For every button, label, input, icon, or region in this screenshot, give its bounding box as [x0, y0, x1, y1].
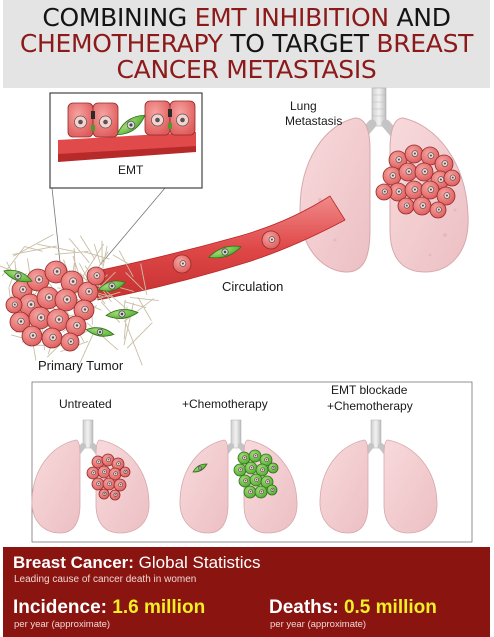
title-text: TO TARGET: [222, 29, 377, 58]
panel-label-emt-blockade-2: +Chemotherapy: [327, 399, 413, 413]
panel-label-untreated: Untreated: [59, 397, 112, 411]
blood-vessel: [91, 195, 346, 301]
metastatic-tumor-cell: [375, 183, 393, 201]
circulating-mesenchymal-cell: [208, 245, 242, 259]
title-text: CANCER METASTASIS: [116, 55, 377, 84]
metastatic-tumor-cell: [102, 477, 116, 491]
metastatic-tumor-cell: [404, 180, 424, 200]
cell-junction: [91, 111, 95, 119]
resistant-tumor-cell: [248, 449, 262, 463]
tumor-cell: [54, 288, 78, 312]
deaths-stat: Deaths: 0.5 million: [269, 597, 437, 619]
resistant-tumor-cell: [238, 474, 252, 488]
tumor-cell: [73, 299, 95, 321]
lung-emt-blockade: [319, 419, 438, 534]
title-text: BREAST: [376, 29, 474, 58]
lung-metastasis-label-2: Metastasis: [285, 114, 343, 128]
resistant-tumor-cell: [237, 451, 251, 465]
metastatic-tumor-cell: [443, 169, 461, 187]
metastatic-tumor-cell: [91, 455, 105, 469]
resistant-tumor-cell: [249, 473, 263, 487]
tumor-cell: [28, 306, 52, 330]
metastatic-tumor-cell: [91, 477, 105, 491]
title-text: COMBINING: [42, 3, 195, 32]
epithelial-cell: [92, 102, 119, 138]
incidence-label: Incidence:: [13, 597, 107, 618]
tumor-cell: [46, 308, 70, 332]
stats-heading-bold: Breast Cancer:: [13, 553, 134, 572]
metastatic-tumor-cell: [420, 180, 440, 200]
resistant-tumor-cell: [267, 462, 279, 474]
lung-metastasis-label-1: Lung: [290, 99, 317, 113]
panel-label-emt-blockade-1: EMT blockade: [331, 383, 408, 397]
tumor-cell: [60, 332, 80, 352]
metastatic-tumor-cell: [414, 162, 434, 182]
metastasis-diagram: [0, 87, 473, 543]
emt-label: EMT: [118, 163, 144, 177]
incidence-stat: Incidence: 1.6 million: [13, 597, 205, 619]
metastatic-tumor-cell: [388, 182, 408, 202]
metastatic-tumor-cell: [412, 196, 432, 216]
deaths-value: 0.5 million: [338, 597, 437, 618]
deaths-note: per year (approximate): [270, 619, 367, 630]
metastatic-tumor-cell: [382, 166, 402, 186]
resistant-tumor-cell: [243, 485, 257, 499]
stats-subtitle: Leading cause of cancer death in women: [14, 574, 197, 585]
deaths-label: Deaths:: [269, 597, 339, 618]
metastatic-tumor-cell: [398, 162, 418, 182]
title-text: AND: [388, 3, 451, 32]
title-text: EMT INHIBITION: [194, 3, 389, 32]
mesenchymal-cell: [105, 309, 139, 319]
circulation-label: Circulation: [222, 279, 284, 294]
resistant-tumor-cell: [244, 461, 258, 475]
metastatic-tumor-cell: [101, 453, 115, 467]
mesenchymal-cell: [85, 327, 115, 337]
metastatic-tumor-cell: [436, 186, 456, 206]
metastatic-tumor-cell: [404, 144, 424, 164]
emt-transitioning-cell: [116, 114, 146, 136]
resistant-tumor-cell: [266, 484, 278, 496]
stats-heading-rest: Global Statistics: [133, 553, 261, 572]
title-line-3: CANCER METASTASIS: [3, 56, 490, 84]
resistant-mesenchymal-cell: [192, 463, 208, 473]
tumor-cell: [21, 325, 43, 347]
metastatic-tumor-cell: [109, 489, 121, 501]
resistant-tumor-cell: [255, 463, 269, 477]
metastatic-tumor-cell: [98, 488, 110, 500]
title-banner: COMBINING EMT INHIBITION AND CHEMOTHERAP…: [3, 0, 490, 88]
tumor-cell: [5, 296, 23, 314]
epithelial-cell: [144, 100, 171, 136]
title-text: CHEMOTHERAPY: [19, 29, 223, 58]
incidence-value: 1.6 million: [106, 597, 206, 618]
title-line-1: COMBINING EMT INHIBITION AND: [3, 4, 490, 32]
title-line-2: CHEMOTHERAPY TO TARGET BREAST: [3, 30, 490, 58]
tumor-cell: [86, 266, 106, 286]
panel-label-chemo: +Chemotherapy: [182, 397, 268, 411]
mesenchymal-cell: [97, 280, 127, 292]
epithelial-cell: [67, 102, 94, 138]
metastatic-tumor-cell: [397, 197, 415, 215]
tumor-cell: [60, 270, 84, 294]
metastatic-tumor-cell: [429, 201, 447, 219]
cell-junction: [168, 109, 172, 117]
circulating-tumor-cell: [261, 230, 281, 250]
primary-tumor-label: Primary Tumor: [38, 358, 124, 373]
stats-banner: Breast Cancer: Global Statistics Leading…: [3, 547, 490, 637]
epithelial-cell: [169, 100, 196, 136]
metastatic-tumor-cell: [97, 465, 111, 479]
tumor-cell: [41, 327, 63, 349]
metastatic-tumor-cell: [86, 466, 100, 480]
circulating-tumor-cell: [172, 254, 192, 274]
resistant-tumor-cell: [233, 463, 247, 477]
resistant-tumor-cell: [254, 485, 268, 499]
mesenchymal-cell: [3, 269, 33, 283]
metastatic-tumor-cell: [119, 466, 131, 478]
tumor-cell: [9, 311, 31, 333]
metastatic-tumor-cell: [434, 154, 454, 174]
incidence-note: per year (approximate): [14, 619, 111, 630]
tumor-cell: [36, 286, 60, 310]
metastatic-tumor-cell: [113, 478, 127, 492]
stats-heading: Breast Cancer: Global Statistics: [13, 553, 261, 573]
